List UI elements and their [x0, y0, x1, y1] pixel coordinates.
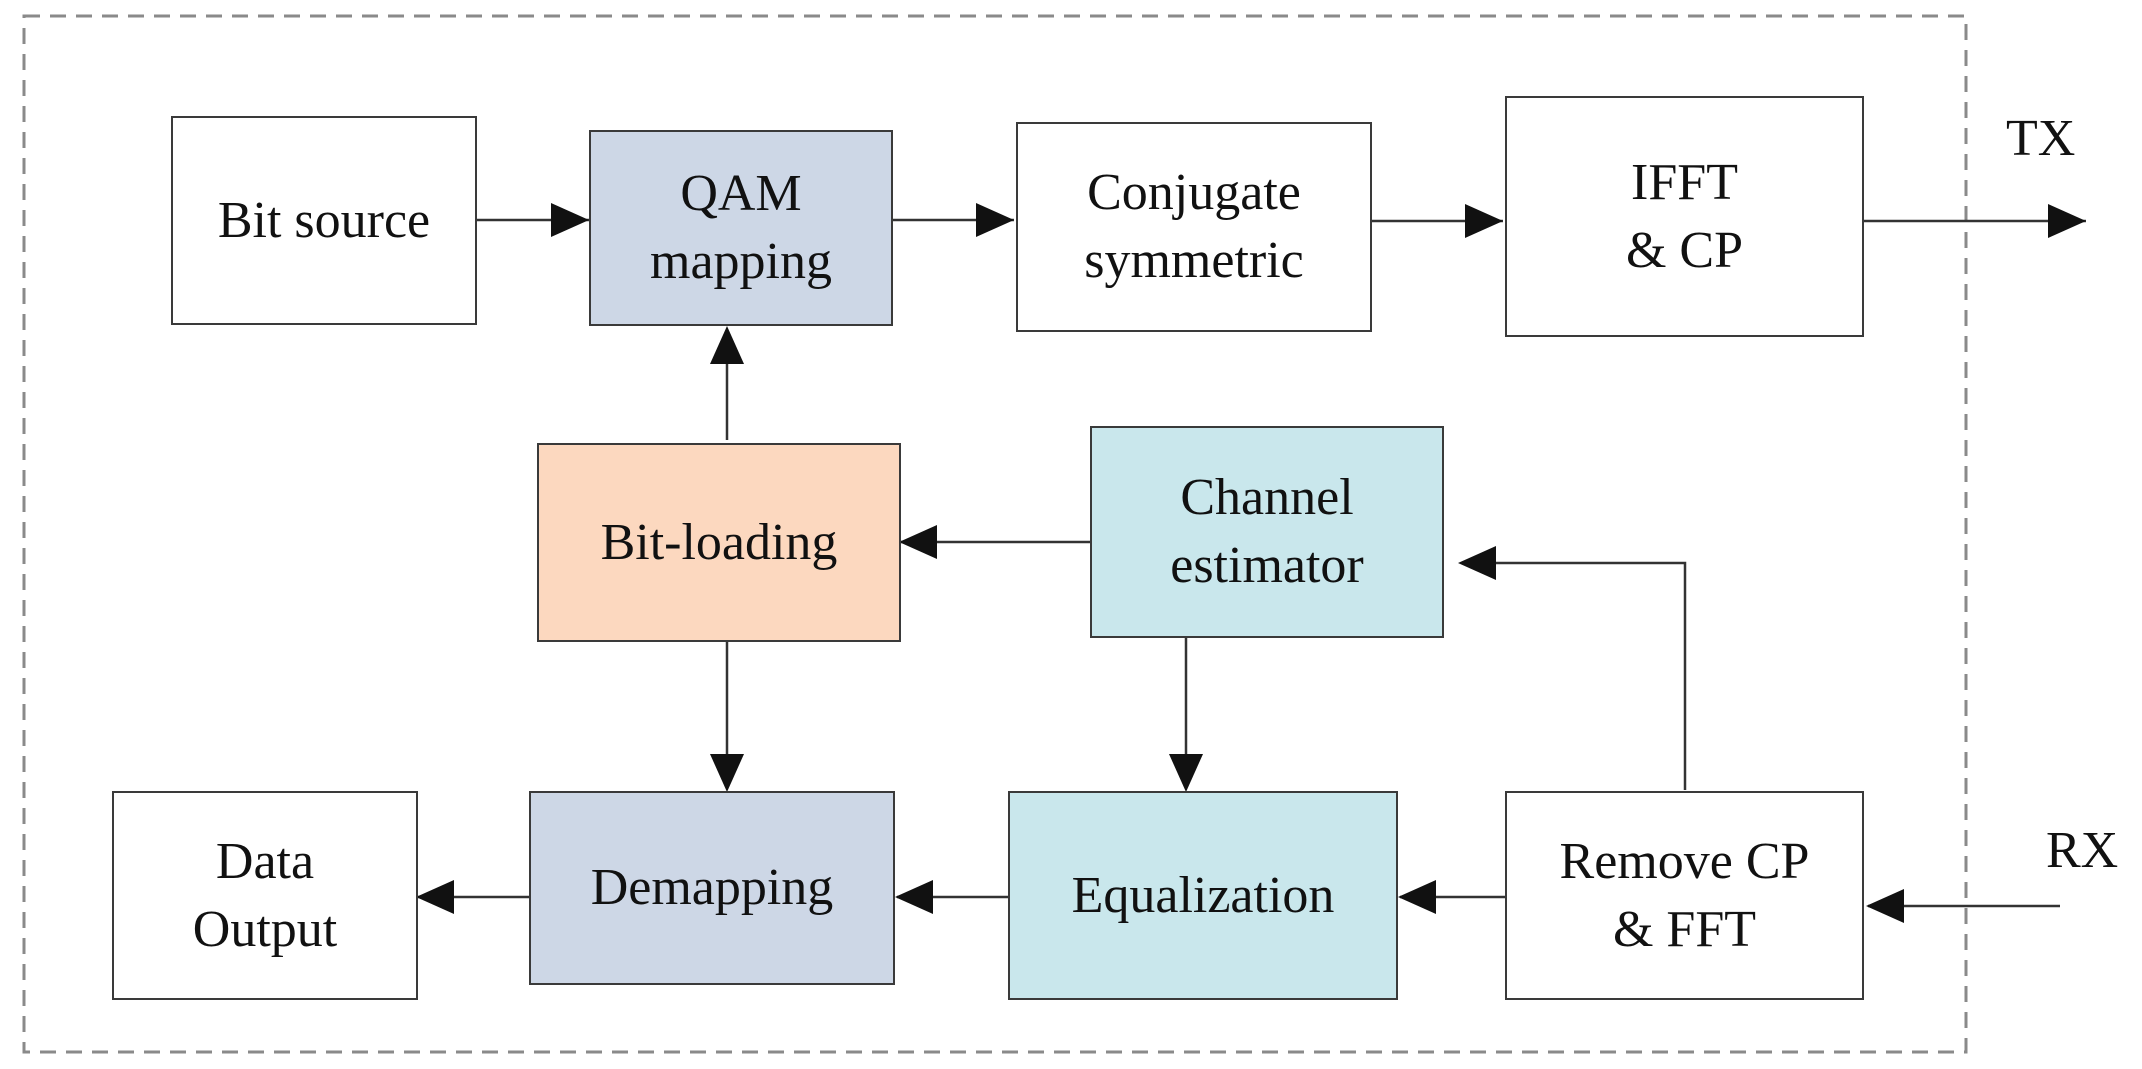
equalization-block: Equalization	[1008, 791, 1398, 1000]
channel-estimator-label-line1: Channel	[1180, 469, 1354, 527]
demapping-block: Demapping	[529, 791, 895, 985]
arrowhead-ifft-in	[1465, 204, 1503, 238]
conjugate-symmetric-label-line1: Conjugate	[1087, 164, 1301, 222]
arrowhead-qam-in	[551, 203, 589, 237]
equalization-label-line1: Equalization	[1071, 866, 1335, 924]
qam-mapping-block: QAM mapping	[589, 130, 893, 326]
arrowhead-demapping-from-equalization	[895, 880, 933, 914]
tx-label: TX	[2006, 110, 2076, 167]
channel-estimator-label-line2: estimator	[1170, 537, 1364, 594]
demapping-label-line1: Demapping	[590, 859, 834, 917]
arrowhead-channel-in	[1458, 546, 1496, 580]
arrowhead-output-in	[416, 880, 454, 914]
ifft-cp-label-line1: IFFT	[1631, 153, 1738, 211]
bit-loading-label-line1: Bit-loading	[600, 513, 838, 571]
arrowhead-bitloading-in	[899, 525, 937, 559]
data-output-label-line2: Output	[192, 900, 338, 958]
arrowhead-qam-from-bitloading	[710, 326, 744, 364]
qam-mapping-label-line2: mapping	[650, 233, 832, 290]
arrowhead-equalization-in	[1398, 880, 1436, 914]
bit-source-block: Bit source	[171, 116, 477, 325]
ifft-cp-block: IFFT & CP	[1505, 96, 1864, 337]
data-output-block: Data Output	[112, 791, 418, 1000]
arrowhead-removecp-in	[1866, 889, 1904, 923]
arrowhead-conjugate-in	[976, 203, 1014, 237]
conjugate-symmetric-label-line2: symmetric	[1084, 232, 1304, 289]
remove-cp-fft-block: Remove CP & FFT	[1505, 791, 1864, 1000]
conjugate-symmetric-block: Conjugate symmetric	[1016, 122, 1372, 332]
arrowhead-equalization-from-channel	[1169, 754, 1203, 792]
rx-label: RX	[2046, 822, 2119, 879]
data-output-label-line1: Data	[215, 832, 315, 890]
remove-cp-fft-label-line1: Remove CP	[1559, 832, 1810, 890]
system-boundary-frame	[22, 14, 1968, 1054]
bit-source-label-line1: Bit source	[217, 191, 431, 249]
ifft-cp-label-line2: & CP	[1625, 221, 1744, 279]
arrowhead-tx-out	[2048, 204, 2086, 238]
qam-mapping-label-line1: QAM	[680, 165, 802, 223]
remove-cp-fft-label-line2: & FFT	[1612, 900, 1757, 958]
channel-estimator-block: Channel estimator	[1090, 426, 1444, 638]
arrowhead-demapping-in	[710, 754, 744, 792]
bit-loading-block: Bit-loading	[537, 443, 901, 642]
arrow-removecp-to-channel	[1462, 561, 1687, 790]
connectors	[416, 203, 2086, 923]
